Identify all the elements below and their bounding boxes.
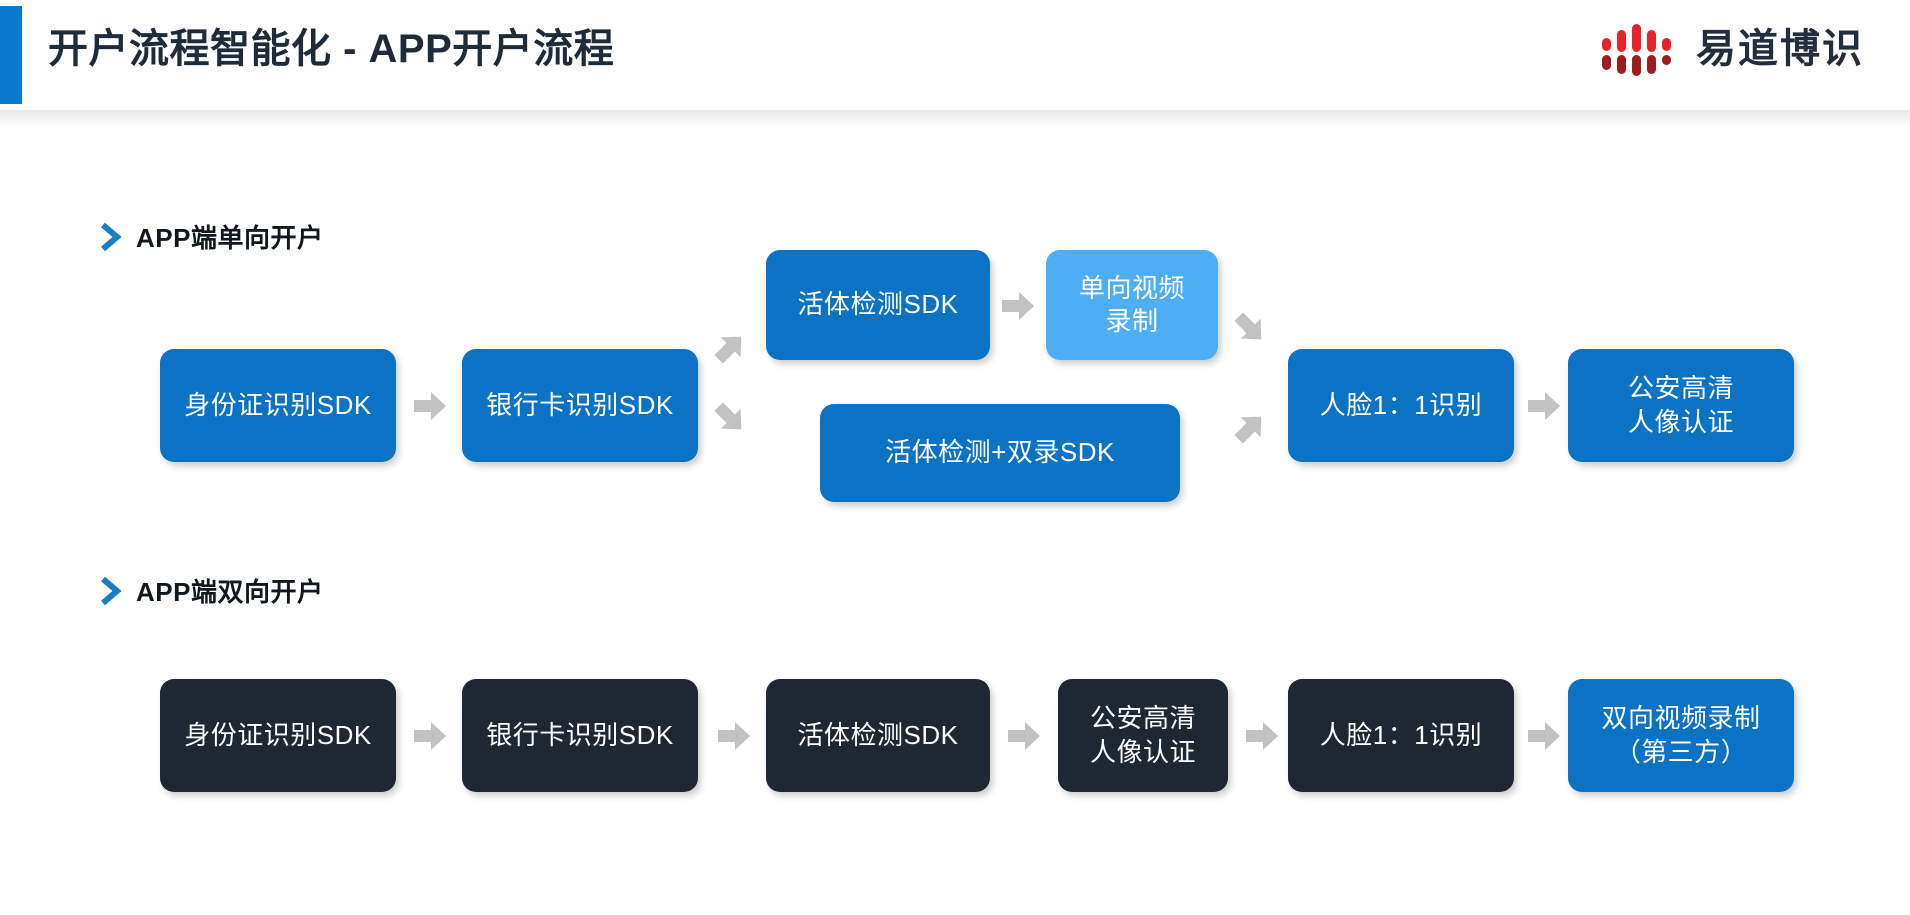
- node-id-card-sdk[interactable]: 身份证识别SDK: [160, 349, 396, 462]
- node-two-way-video[interactable]: 双向视频录制 （第三方）: [1568, 679, 1794, 792]
- arrow-2-2-icon: [716, 718, 752, 754]
- arrow-merge-up-icon: [1232, 410, 1268, 446]
- arrow-liveness-to-video-icon: [1000, 288, 1036, 324]
- chevron-right-icon: [101, 222, 122, 251]
- arrow-2-3-icon: [1006, 718, 1042, 754]
- section-heading-one-way: APP端单向开户: [100, 218, 323, 255]
- yidao-boshi-logo-mark-icon: [1600, 22, 1680, 76]
- brand-logo: 易道博识: [1600, 18, 1864, 80]
- arrow-2-5-icon: [1526, 718, 1562, 754]
- node-police-hd-portrait[interactable]: 公安高清 人像认证: [1568, 349, 1794, 462]
- node-face-1to1-2[interactable]: 人脸1：1识别: [1288, 679, 1514, 792]
- arrow-2-4-icon: [1244, 718, 1280, 754]
- node-face-1to1[interactable]: 人脸1：1识别: [1288, 349, 1514, 462]
- section-label-two-way: APP端双向开户: [136, 577, 324, 607]
- node-liveness-sdk-2[interactable]: 活体检测SDK: [766, 679, 990, 792]
- node-liveness-sdk[interactable]: 活体检测SDK: [766, 250, 990, 360]
- arrow-2-1-icon: [412, 718, 448, 754]
- arrow-id-to-bank-icon: [412, 388, 448, 424]
- page-title: 开户流程智能化 - APP开户流程: [48, 27, 615, 71]
- node-one-way-video[interactable]: 单向视频 录制: [1046, 250, 1218, 360]
- node-bank-card-sdk-2[interactable]: 银行卡识别SDK: [462, 679, 698, 792]
- header-accent-bar: [0, 6, 22, 104]
- arrow-branch-down-icon: [712, 400, 748, 436]
- section-heading-two-way: APP端双向开户: [100, 572, 323, 609]
- node-police-hd-portrait-2[interactable]: 公安高清 人像认证: [1058, 679, 1228, 792]
- node-bank-card-sdk[interactable]: 银行卡识别SDK: [462, 349, 698, 462]
- page-header: 开户流程智能化 - APP开户流程 易道博识: [0, 0, 1910, 110]
- arrow-branch-up-icon: [712, 330, 748, 366]
- arrow-face-to-police-icon: [1526, 388, 1562, 424]
- header-shadow: [0, 110, 1910, 128]
- brand-name: 易道博识: [1696, 27, 1864, 71]
- node-id-card-sdk-2[interactable]: 身份证识别SDK: [160, 679, 396, 792]
- chevron-right-icon: [101, 576, 122, 605]
- node-liveness-dual-sdk[interactable]: 活体检测+双录SDK: [820, 404, 1180, 502]
- section-label-one-way: APP端单向开户: [136, 223, 324, 253]
- arrow-merge-down-icon: [1232, 310, 1268, 346]
